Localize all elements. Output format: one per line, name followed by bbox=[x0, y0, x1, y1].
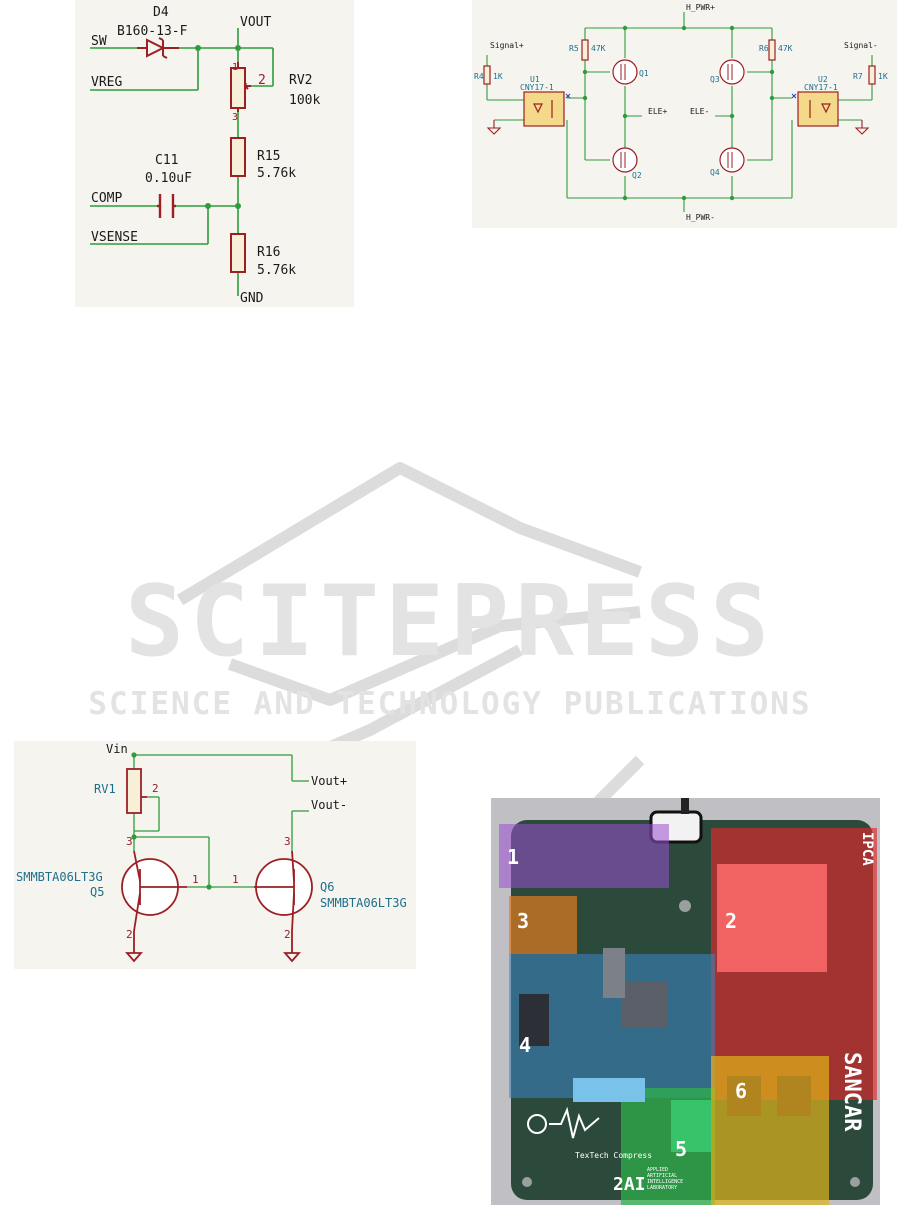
zone-3 bbox=[509, 896, 577, 954]
zone-1 bbox=[499, 824, 669, 888]
u2-part: CNY17-1 bbox=[804, 83, 838, 92]
svg-text:3: 3 bbox=[126, 835, 133, 848]
lab-line-4: LABORATORY bbox=[647, 1185, 677, 1191]
net-ele-plus: ELE+ bbox=[648, 107, 667, 116]
lab-line-1: APPLIED bbox=[647, 1167, 668, 1173]
zone-6-label: 6 bbox=[735, 1079, 747, 1103]
silk-logo-icon bbox=[527, 1114, 547, 1134]
q1-ref: Q1 bbox=[639, 69, 649, 78]
pot-pin3: 3 bbox=[232, 112, 238, 123]
r15-value: 5.76k bbox=[257, 166, 296, 181]
r5-value: 47K bbox=[591, 44, 606, 53]
u2-ref: U2 bbox=[818, 75, 828, 84]
q6-part: SMMBTA06LT3G bbox=[320, 896, 407, 910]
net-hpwr-minus: H_PWR- bbox=[686, 213, 715, 222]
diode-d4-symbol bbox=[137, 37, 179, 59]
watermark-sub: SCIENCE AND TECHNOLOGY PUBLICATIONS bbox=[88, 686, 811, 722]
watermark-main: SCITEPRESS bbox=[125, 565, 775, 679]
svg-text:2: 2 bbox=[284, 928, 291, 941]
net-signal-plus: Signal+ bbox=[490, 41, 524, 50]
mirror-schematic-drawing: Vin Vout+ Vout- RV1 SMMBTA06LT3G Q5 Q6 S… bbox=[16, 742, 407, 963]
hbridge-schematic-drawing: H_PWR+ H_PWR- Signal+ Signal- ELE+ ELE- … bbox=[474, 3, 888, 222]
svg-text:3: 3 bbox=[284, 835, 291, 848]
brand-logo: SANCAR bbox=[839, 1052, 864, 1132]
potentiometer-rv1-symbol bbox=[126, 768, 142, 814]
net-vout-plus-label: Vout+ bbox=[311, 774, 347, 788]
q6-ref: Q6 bbox=[320, 880, 334, 894]
potentiometer-rv2-symbol bbox=[230, 62, 251, 112]
regulator-schematic-drawing: D4 B160-13-F SW VREG VOUT RV2 100k R15 5… bbox=[90, 5, 320, 306]
q2-ref: Q2 bbox=[632, 171, 642, 180]
net-vreg-label: VREG bbox=[91, 75, 122, 90]
net-ele-minus: ELE- bbox=[690, 107, 709, 116]
pcb-render: 1 2 3 4 5 6 TexTech Compress 2AI APPLIED… bbox=[491, 798, 880, 1205]
net-hpwr-plus: H_PWR+ bbox=[686, 3, 715, 12]
r6-value: 47K bbox=[778, 44, 793, 53]
resistor-r6-symbol bbox=[768, 39, 776, 61]
u1-part: CNY17-1 bbox=[520, 83, 554, 92]
q5-ref: Q5 bbox=[90, 885, 104, 899]
r7-ref: R7 bbox=[853, 72, 863, 81]
resistor-r15-symbol bbox=[230, 137, 246, 177]
lab-line-2: ARTIFICIAL bbox=[647, 1173, 677, 1179]
net-comp-label: COMP bbox=[91, 191, 122, 206]
net-gnd-label: GND bbox=[240, 291, 264, 306]
rv1-pin2: 2 bbox=[152, 782, 159, 795]
c11-ref: C11 bbox=[155, 153, 178, 168]
pot-pin1: 1 bbox=[232, 62, 238, 73]
r6-ref: R6 bbox=[759, 44, 769, 53]
lab-line-3: INTELLIGENCE bbox=[647, 1179, 683, 1185]
r15-ref: R15 bbox=[257, 149, 280, 164]
r16-ref: R16 bbox=[257, 245, 280, 260]
q5-part: SMMBTA06LT3G bbox=[16, 870, 103, 884]
svg-text:1: 1 bbox=[232, 873, 239, 886]
pcb-board-drawing: 1 2 3 4 5 6 TexTech Compress 2AI APPLIED… bbox=[499, 798, 877, 1205]
u1-ref: U1 bbox=[530, 75, 540, 84]
net-vin-label: Vin bbox=[106, 742, 128, 756]
r7-value: 1K bbox=[878, 72, 888, 81]
net-vout-minus-label: Vout- bbox=[311, 798, 347, 812]
resistor-r5-symbol bbox=[581, 39, 589, 61]
resistor-r7-symbol bbox=[868, 65, 876, 85]
hbridge-schematic: H_PWR+ H_PWR- Signal+ Signal- ELE+ ELE- … bbox=[472, 0, 897, 228]
zone-2-label: 2 bbox=[725, 909, 737, 933]
net-signal-minus: Signal- bbox=[844, 41, 878, 50]
zone-1-label: 1 bbox=[507, 845, 519, 869]
zone-4-label: 4 bbox=[519, 1033, 531, 1057]
q3-ref: Q3 bbox=[710, 75, 720, 84]
net-vout-label: VOUT bbox=[240, 15, 271, 30]
diode-part: B160-13-F bbox=[117, 24, 188, 39]
capacitor-c11-symbol bbox=[157, 194, 176, 218]
mirror-schematic: Vin Vout+ Vout- RV1 SMMBTA06LT3G Q5 Q6 S… bbox=[14, 741, 416, 969]
r16-value: 5.76k bbox=[257, 263, 296, 278]
diode-ref: D4 bbox=[153, 5, 169, 20]
silk-logo-text: TexTech Compress bbox=[575, 1151, 652, 1160]
zone-5-label: 5 bbox=[675, 1137, 687, 1161]
resistor-r4-symbol bbox=[483, 65, 491, 85]
pot-ref: RV2 bbox=[289, 73, 312, 88]
resistor-r16-symbol bbox=[230, 233, 246, 273]
c11-value: 0.10uF bbox=[145, 171, 192, 186]
net-vsense-label: VSENSE bbox=[91, 230, 138, 245]
svg-text:2: 2 bbox=[126, 928, 133, 941]
lab-mark: 2AI bbox=[613, 1174, 646, 1195]
r5-ref: R5 bbox=[569, 44, 579, 53]
r4-ref: R4 bbox=[474, 72, 484, 81]
optocoupler-u2-symbol bbox=[797, 91, 839, 127]
net-sw-label: SW bbox=[91, 34, 107, 49]
pot-value: 100k bbox=[289, 93, 320, 108]
optocoupler-u1-symbol bbox=[523, 91, 565, 127]
regulator-schematic: D4 B160-13-F SW VREG VOUT RV2 100k R15 5… bbox=[75, 0, 354, 307]
rv1-ref: RV1 bbox=[94, 782, 116, 796]
zone-3-label: 3 bbox=[517, 909, 529, 933]
r4-value: 1K bbox=[493, 72, 503, 81]
svg-text:1: 1 bbox=[192, 873, 199, 886]
q4-ref: Q4 bbox=[710, 168, 720, 177]
pot-pin2: 2 bbox=[258, 73, 266, 88]
ipca-logo: IPCA bbox=[859, 832, 875, 866]
